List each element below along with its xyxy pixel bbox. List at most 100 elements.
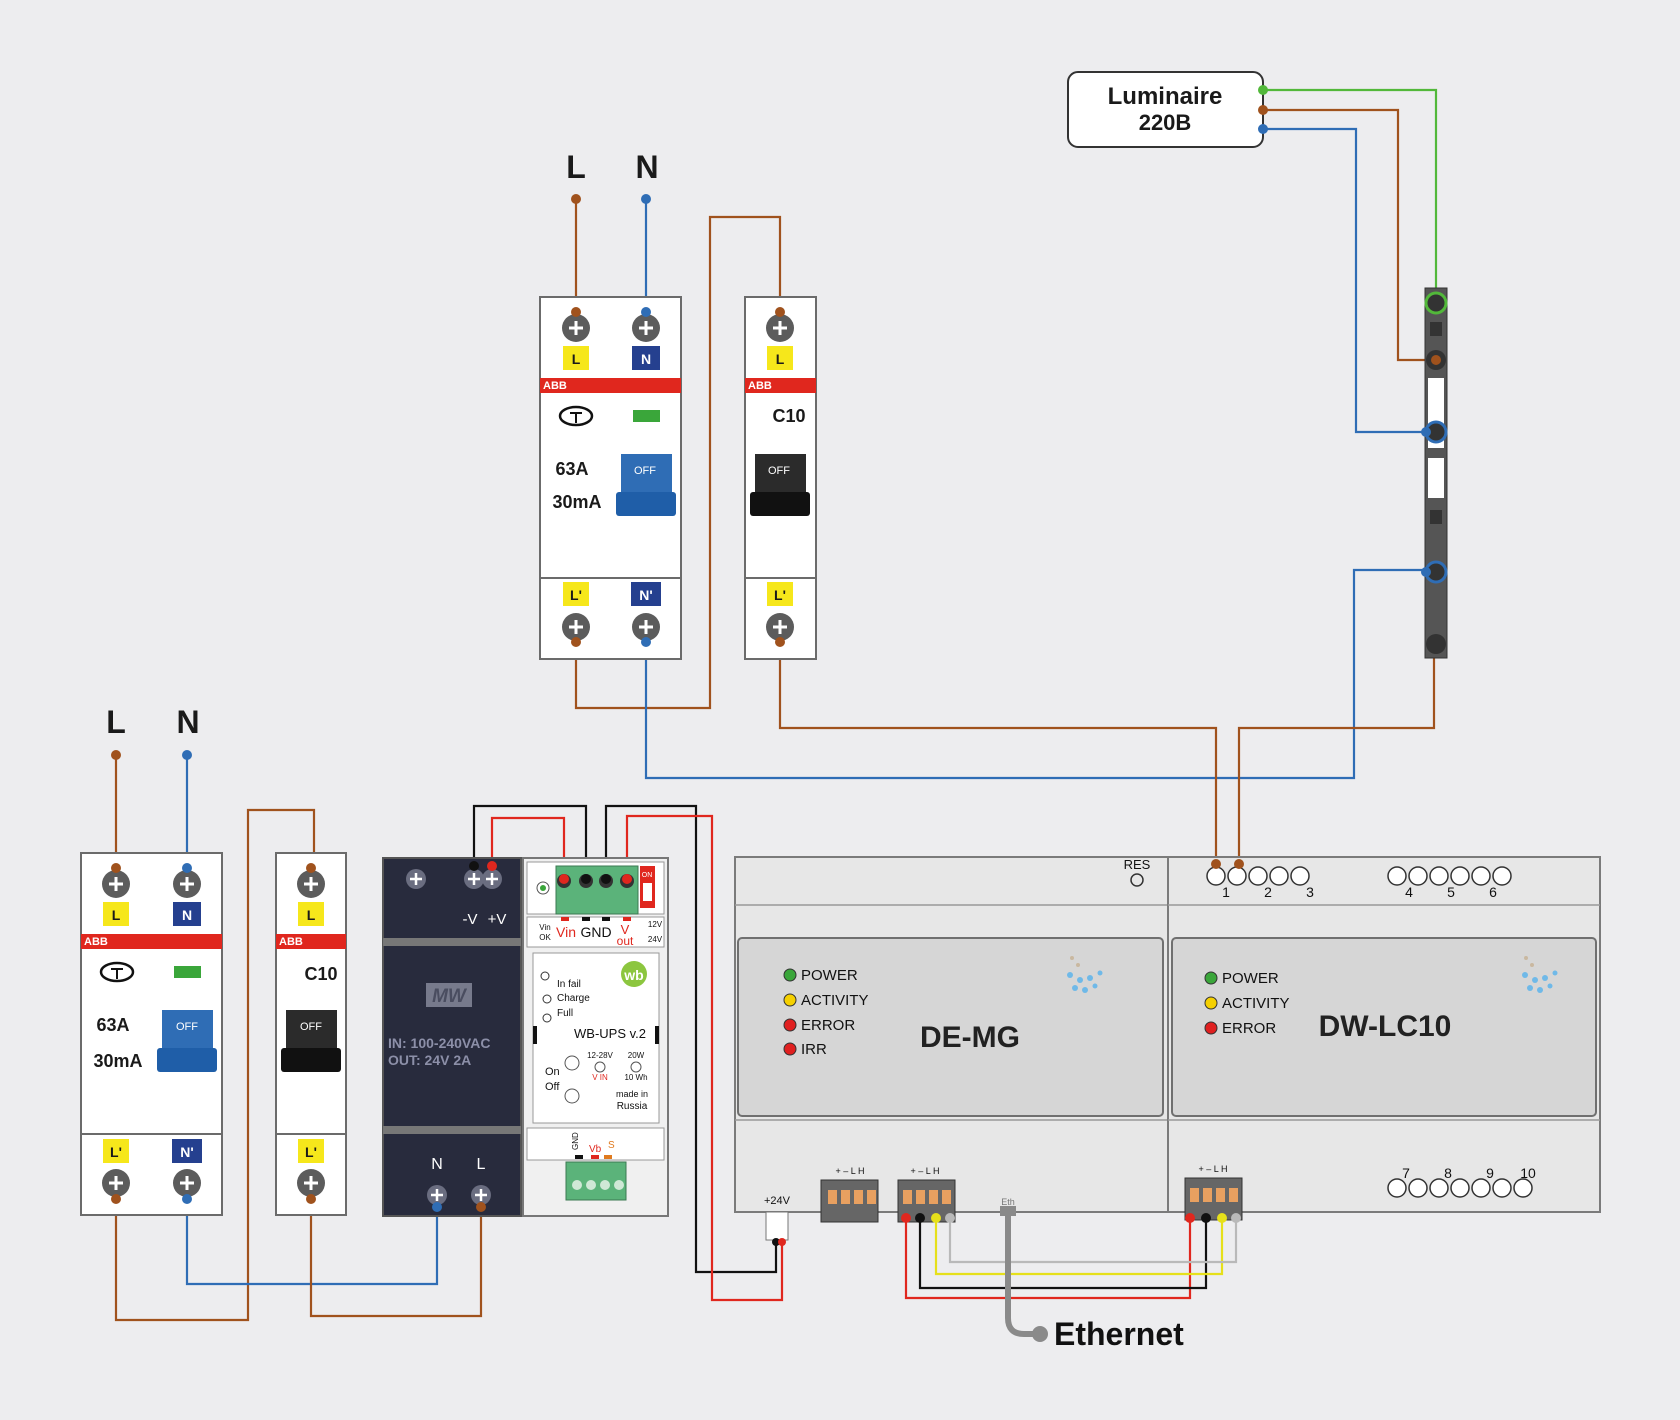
ups-vin-small: V IN: [592, 1073, 608, 1082]
demg-leds: POWER ACTIVITY ERROR IRR: [783, 967, 869, 1058]
dw-lc10-module: 1 2 3 4 5 6 POWER ACTIVITY ERROR DW-LC10…: [1167, 856, 1601, 1223]
breaker-bottom-in-l: L: [307, 907, 316, 923]
dwlc10-relay-outputs-top: [1206, 866, 1512, 886]
demg-model: DE-MG: [920, 1021, 1020, 1054]
wire-bot-rcd-breaker: [114, 808, 316, 1322]
rcd-top-rating: 63A: [555, 459, 588, 479]
ups-out: out: [617, 934, 634, 948]
wire-psu-plus: [490, 816, 566, 878]
rcd-bottom-out-n: N': [180, 1144, 193, 1160]
luminaire-name: Luminaire: [1108, 83, 1223, 110]
ups-made-1: made in: [616, 1089, 648, 1099]
demg-power-labels: + – L H: [836, 1166, 865, 1176]
ups-s: S: [608, 1140, 615, 1151]
dwlc10-num-7: 7: [1402, 1165, 1410, 1181]
ethernet-label: Ethernet: [1054, 1316, 1184, 1352]
dwlc10-num-1: 1: [1222, 884, 1230, 900]
ups-full: Full: [557, 1008, 573, 1019]
dwlc10-num-2: 2: [1264, 884, 1272, 900]
wire-bus-l: [934, 1218, 1224, 1276]
psu-l-label: L: [477, 1156, 486, 1173]
ups-model: WB-UPS v.2: [574, 1026, 646, 1041]
dwlc10-num-8: 8: [1444, 1165, 1452, 1181]
breaker-top-brand: ABB: [748, 380, 772, 392]
ethernet: Ethernet: [1032, 1316, 1184, 1352]
ups-vin-ok-1: Vin: [539, 923, 550, 932]
psu-out-spec: OUT: 24V 2A: [388, 1052, 471, 1068]
supply-top-l-label: L: [566, 149, 586, 185]
de-mg-module: RES POWER ACTIVITY ERROR IRR DE-MG +24V …: [734, 856, 1169, 1246]
ups-gnd-small: GND: [571, 1132, 580, 1150]
ups-vb: Vb: [589, 1144, 602, 1155]
dwlc10-logo-icon: [1522, 956, 1558, 993]
ups-12v: 12V: [648, 920, 663, 929]
dwlc10-num-6: 6: [1489, 884, 1497, 900]
supply-bottom-n-label: N: [176, 704, 199, 740]
rcd-top-out-n: N': [639, 587, 652, 603]
supply-bottom: L N: [106, 704, 200, 760]
rcd-top-out-l: L': [570, 587, 582, 603]
dwlc10-model: DW-LC10: [1319, 1010, 1452, 1043]
breaker-top: ABB L C10 OFF L': [744, 296, 817, 660]
ups-vin-ok-2: OK: [539, 933, 551, 942]
rcd-top-off: OFF: [634, 465, 656, 477]
wire-ups-gnd-out: [604, 804, 778, 1274]
breaker-bottom-off: OFF: [300, 1021, 322, 1033]
wire-rcd-to-breaker: [574, 215, 782, 710]
wb-ups: ON Vin OK Vin GND V out 12V 24V wb In fa…: [522, 857, 669, 1217]
luminaire: Luminaire 220B: [1067, 71, 1268, 148]
dwlc10-num-3: 3: [1306, 884, 1314, 900]
rcd-bottom-rating: 63A: [96, 1015, 129, 1035]
wire-luminaire-neutral: [1263, 127, 1436, 434]
demg-logo-icon: [1067, 956, 1103, 993]
ups-energy: 10 Wh: [624, 1073, 647, 1082]
supply-bottom-l-label: L: [106, 704, 126, 740]
wire-ethernet: [1005, 1208, 1040, 1337]
wires: [114, 88, 1438, 1337]
supply-top-n-label: N: [635, 149, 658, 185]
wire-bus-minus: [918, 1218, 1208, 1290]
dwlc10-relay-outputs-bottom: [1387, 1178, 1533, 1198]
dwlc10-led-error: ERROR: [1222, 1020, 1276, 1037]
rcd-bottom-in-n: N: [182, 907, 192, 923]
demg-led-irr: IRR: [801, 1041, 827, 1058]
terminal-block: [1421, 287, 1448, 659]
demg-bus-labels: + – L H: [911, 1166, 940, 1176]
ups-power: 20W: [628, 1051, 645, 1060]
ups-charge: Charge: [557, 993, 590, 1004]
breaker-top-off: OFF: [768, 465, 790, 477]
psu-logo: MW: [432, 986, 468, 1007]
demg-led-activity: ACTIVITY: [801, 992, 869, 1009]
rcd-bottom-in-l: L: [112, 907, 121, 923]
wire-relay-to-terminal: [1237, 646, 1436, 864]
dwlc10-num-9: 9: [1486, 1165, 1494, 1181]
wire-bus-plus: [904, 1218, 1192, 1300]
demg-res-label: RES: [1124, 857, 1151, 872]
ups-switch-on: ON: [642, 872, 653, 879]
wire-neutral-to-terminal: [644, 568, 1434, 780]
demg-led-power: POWER: [801, 967, 858, 984]
breaker-bottom-out-l: L': [305, 1144, 317, 1160]
wire-luminaire-earth: [1263, 88, 1438, 288]
rcd-bottom: ABB L N 63A 30mA OFF L' N': [80, 852, 223, 1216]
rcd-bottom-brand: ABB: [84, 936, 108, 948]
ups-range: 12-28V: [587, 1051, 613, 1060]
breaker-top-in-l: L: [776, 351, 785, 367]
breaker-top-out-l: L': [774, 587, 786, 603]
demg-led-error: ERROR: [801, 1017, 855, 1034]
rcd-top-in-n: N: [641, 351, 651, 367]
dwlc10-led-power: POWER: [1222, 970, 1279, 987]
rcd-top: ABB L N 63A 30mA OFF L' N': [539, 296, 682, 660]
wire-breaker-to-relay: [778, 627, 1218, 864]
ups-gnd: GND: [580, 924, 611, 940]
psu-plus-v: +V: [488, 911, 507, 928]
ups-vin: Vin: [556, 924, 576, 940]
dwlc10-num-10: 10: [1520, 1165, 1536, 1181]
breaker-bottom-brand: ABB: [279, 936, 303, 948]
dwlc10-bus-labels: + – L H: [1199, 1164, 1228, 1174]
ups-24v: 24V: [648, 935, 663, 944]
ups-v: V: [621, 922, 630, 937]
wire-luminaire-phase: [1263, 108, 1436, 362]
psu-minus-v: -V: [463, 911, 478, 928]
rcd-top-brand: ABB: [543, 380, 567, 392]
